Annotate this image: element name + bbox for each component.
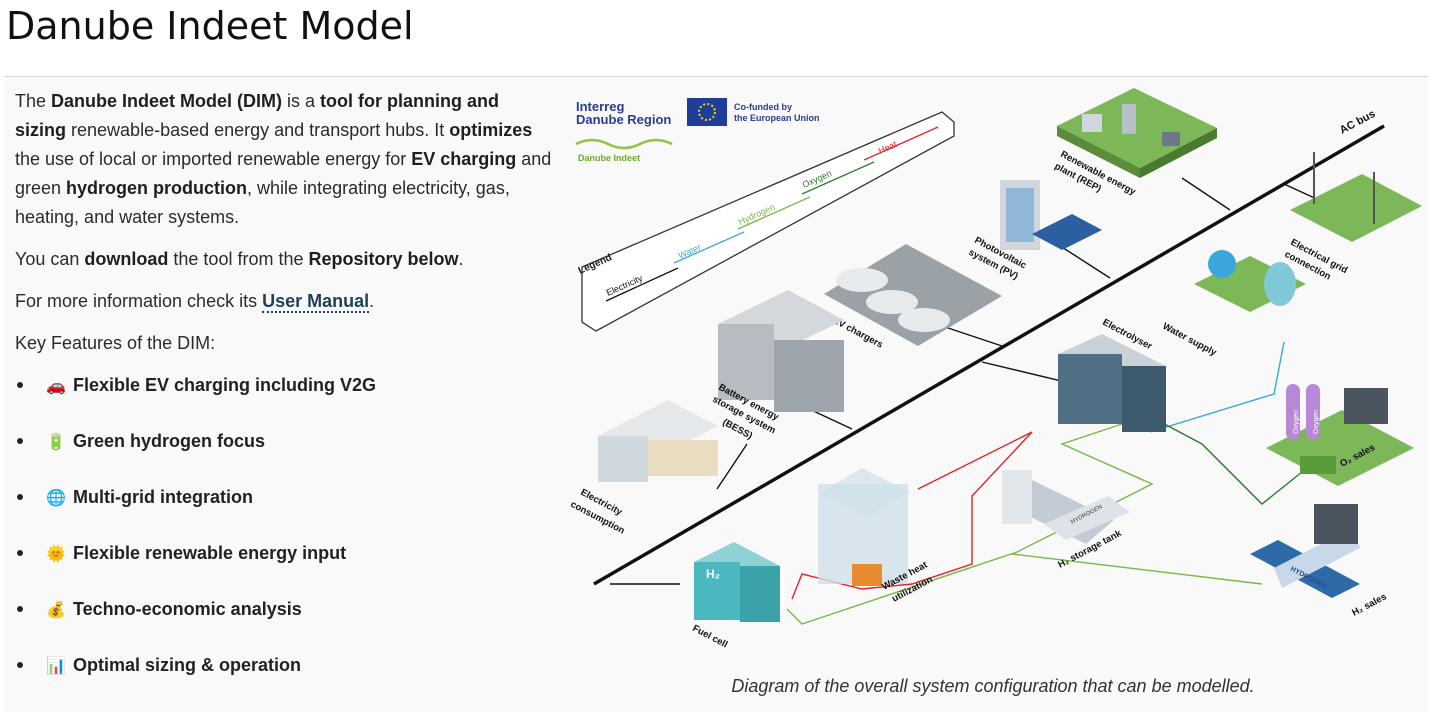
features-list: 🚗Flexible EV charging including V2G 🔋Gre…: [16, 370, 376, 706]
bar-chart-icon: 📊: [46, 656, 66, 675]
battery-icon: 🔋: [46, 432, 66, 451]
intro-text: The Danube Indeet Model (DIM) is a tool …: [15, 87, 555, 371]
eu-logo-line2: the European Union: [734, 113, 820, 123]
feature-item: 💰Techno-economic analysis: [16, 594, 376, 650]
sun-icon: 🌞: [46, 544, 66, 563]
title-divider: [4, 76, 1428, 77]
ac-bus-line: [593, 124, 1385, 586]
oxygen-tank-2: Oxygen: [1313, 410, 1320, 434]
interreg-region: Danube Region: [576, 112, 671, 127]
page-title: Danube Indeet Model: [6, 4, 414, 48]
logos: Interreg Danube Region Co-funded by the …: [575, 98, 820, 163]
fuel-cell-label: Fuel cell: [691, 623, 730, 651]
intro-paragraph: The Danube Indeet Model (DIM) is a tool …: [15, 91, 552, 227]
car-icon: 🚗: [46, 376, 66, 395]
electricity-consumption: Electricity consumption: [569, 400, 718, 537]
fuel-cell-badge: H₂: [706, 567, 720, 581]
eu-flag-icon: [687, 98, 727, 126]
feature-item: 🔋Green hydrogen focus: [16, 426, 376, 482]
eu-logo-line1: Co-funded by: [734, 102, 792, 112]
bess: Battery energy storage system (BESS): [711, 290, 844, 442]
legend: Legend Electricity Water Hydrogen Oxygen…: [577, 111, 955, 332]
electrolyser: Electrolyser: [1058, 317, 1166, 432]
rep-plant: Renewable energy plant (REP): [1053, 88, 1217, 198]
oxygen-tank-1: Oxygen: [1293, 410, 1300, 434]
system-diagram: Interreg Danube Region Co-funded by the …: [562, 84, 1424, 678]
oxygen-tanks: Oxygen Oxygen O₂ sales: [1266, 384, 1414, 486]
system-diagram-svg: Interreg Danube Region Co-funded by the …: [569, 88, 1422, 650]
download-paragraph: You can download the tool from the Repos…: [15, 249, 464, 269]
user-manual-link[interactable]: User Manual: [262, 291, 370, 313]
feature-item: 🌐Multi-grid integration: [16, 482, 376, 538]
feature-item: 📊Optimal sizing & operation: [16, 650, 376, 706]
fuel-cell: H₂ Fuel cell: [691, 542, 780, 650]
h2-sales-label: H₂ sales: [1350, 591, 1388, 618]
features-heading: Key Features of the DIM:: [15, 333, 216, 353]
eu-stars-icon: [698, 103, 716, 121]
feature-item: 🌞Flexible renewable energy input: [16, 538, 376, 594]
money-bag-icon: 💰: [46, 600, 66, 619]
pv-system: Photovoltaic system (PV): [967, 180, 1102, 282]
water-label: Water supply: [1161, 321, 1219, 359]
wave-logo-icon: [575, 138, 673, 150]
feature-item: 🚗Flexible EV charging including V2G: [16, 370, 376, 426]
diagram-caption: Diagram of the overall system configurat…: [731, 676, 1255, 696]
interreg-logo: Interreg: [576, 99, 624, 114]
globe-icon: 🌐: [46, 488, 66, 507]
project-logo: Danube Indeet: [578, 153, 640, 163]
waste-heat: Waste heat utilization: [818, 468, 935, 605]
manual-paragraph: For more information check its User Manu…: [15, 291, 375, 313]
h2-truck: HYDROGEN H₂ sales: [1250, 504, 1389, 619]
